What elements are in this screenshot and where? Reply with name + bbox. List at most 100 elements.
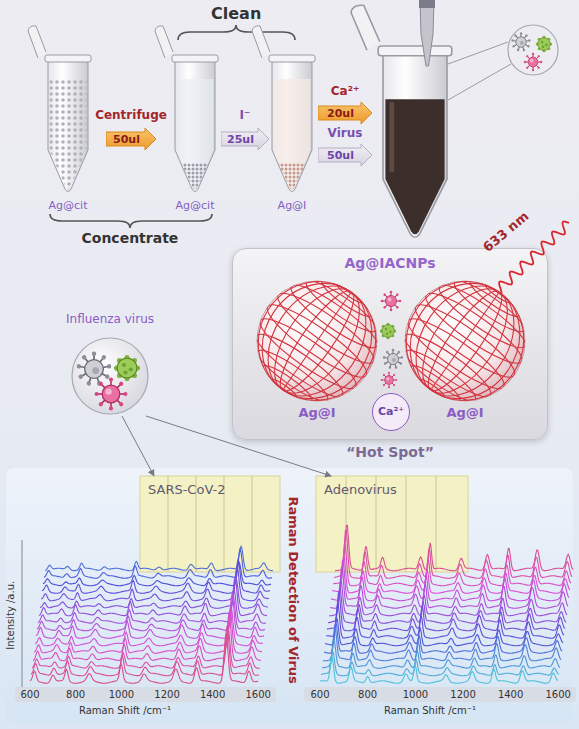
tick-label: 800 [66,689,85,702]
arrow-shape-part [106,128,156,150]
silver-nanoparticle-part-part-part [258,279,376,403]
ion-label: Ca²⁺ [378,405,404,419]
silver-nanoparticle-part-part-part [260,296,373,386]
silver-nanoparticle-part-part [403,279,527,403]
bracket [50,214,212,228]
spectrum-trace [322,640,560,668]
silver-nanoparticle-part-part-part [403,344,481,403]
particle-label: Ag@I [403,405,527,421]
particle-label: Ag@I [255,405,379,421]
tube-2-part [181,163,209,190]
tube-4-part [389,102,394,172]
spectrum-trace [328,589,566,623]
axis-title: Raman Shift /cm⁻¹ [79,705,171,718]
magnifier [448,25,558,100]
silver-nanoparticle-part-part-part [255,279,379,403]
arrow-shape-part [318,102,372,124]
silver-nanoparticle-part-part-part [259,361,316,403]
band-right [316,476,468,572]
virus-icons-part [380,323,397,340]
virus-illustration-part [114,355,140,381]
spectra-right [320,525,573,683]
band-right-part [406,476,407,572]
tube-label: Ag@I [278,199,307,213]
panel-title: Ag@IACNPs [233,255,547,273]
ion-circle: Ca²⁺ [372,393,410,431]
virus-icons-part [381,372,397,388]
nanoparticle-node: Ag@I [403,279,527,427]
volume-label: 50ul [113,129,149,151]
silver-nanoparticle-part-part-part [255,279,379,403]
arrow-body: 25ul [221,128,269,150]
tube-4-part [351,5,452,237]
step-label: Ca²⁺ [331,84,360,99]
tube-4 [351,5,452,237]
tube-3-part [274,79,311,190]
magnifier-part [508,25,558,75]
silver-nanoparticle-part-part-part [255,326,349,403]
tube-node: Ag@cit [38,55,98,213]
volume-label: 50ul [327,145,363,167]
silver-nanoparticle-part-part-part [271,285,379,373]
silver-nanoparticle-part-part-part [255,344,333,403]
tube-node: Ag@cit [165,55,225,213]
arrow-body: 20ul [318,102,372,124]
silver-nanoparticle-part-part-part [403,279,527,403]
tick-label: 1400 [200,689,225,702]
spectrum-trace [44,549,272,578]
nanoparticle-node: Ag@I [255,279,379,427]
axis-line [22,540,23,688]
band-left-part [140,476,280,572]
tick-label: 1200 [450,689,475,702]
spectrum-trace [30,634,258,684]
magnifier-part [448,64,511,100]
step-arrow: I⁻ 25ul [221,108,269,150]
silver-nanoparticle-part-part-part [269,377,298,400]
silver-nanoparticle-part-part [255,279,379,403]
magnifier-part [524,53,543,72]
spectrum-trace [325,619,563,646]
silver-nanoparticle-part-part-part [429,290,500,392]
volume-label: 20ul [327,103,363,125]
pipette [419,0,435,66]
band-left-part [252,476,253,572]
spectra-left [30,546,273,683]
spectrum-panel: SARS-CoV-2 [140,476,280,572]
spectrum-trace [333,545,571,586]
tube-3-part [252,26,315,192]
virus-illustration-part [72,338,148,414]
pipette-part [419,0,435,8]
silver-nanoparticle-part-part-part [403,279,527,403]
tick-label: 600 [311,689,330,702]
step-label: I⁻ [240,108,251,123]
tick-label: 1400 [498,689,523,702]
virus-label: Influenza virus [50,312,170,327]
band-left [140,476,280,572]
silver-nanoparticle-part-part-part [408,296,521,386]
virus-icons-part [383,349,404,369]
tick-label: 1000 [403,689,428,702]
tube-4-part [385,99,444,234]
axis-title: Intensity /a.u. [5,580,18,649]
silver-nanoparticle-part-part-part [407,361,464,403]
tube-3-part [278,163,306,190]
band-right-part [436,476,437,572]
tick-label: 1000 [109,689,134,702]
arrow-body: 50ul [318,144,372,166]
silver-nanoparticle-part [403,279,527,403]
virus-name: Adenovirus [324,482,397,498]
tube-1-part [28,26,91,192]
chart-ground [6,468,573,724]
volume-label: 25ul [227,129,263,151]
step-group-label: Clean [211,4,261,24]
hotspot-panel: Ag@IACNPs“Hot Spot”Ag@ICa²⁺Ag@I [232,248,548,440]
bracket [178,25,295,40]
silver-nanoparticle-part-part-part [403,279,527,403]
virus-circle: Influenza virus [50,312,170,416]
axis-floor [15,687,276,702]
tube-label: Ag@cit [176,199,215,213]
virus-name: SARS-CoV-2 [148,482,226,498]
caption-text: “Hot Spot” [233,444,547,462]
spectrum-trace [323,627,561,660]
